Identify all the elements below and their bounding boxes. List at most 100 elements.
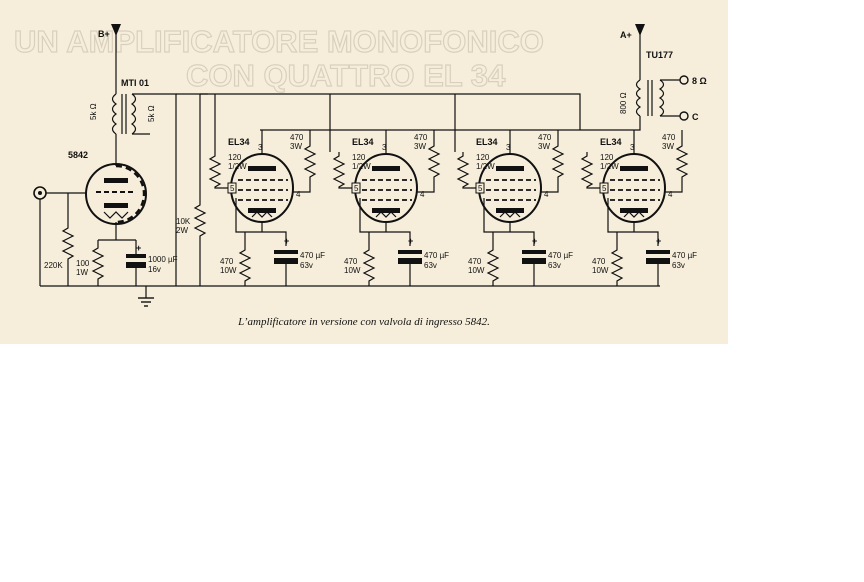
cathode-resistor	[486, 232, 500, 286]
tap-high-label: 8 Ω	[692, 76, 707, 86]
b-plus-arrow-icon	[111, 24, 121, 36]
pin-label: 4	[668, 190, 673, 199]
output-tube-label: EL34	[476, 137, 498, 147]
cathode-cap-value: 1000 µF	[148, 255, 178, 264]
screen-resistor-value: 470	[538, 133, 552, 142]
a-plus-label: A+	[620, 30, 632, 40]
svg-text:+: +	[656, 236, 661, 246]
pin-label: 5	[354, 184, 359, 193]
svg-text:+: +	[284, 236, 289, 246]
grid-resistor-value: 120	[228, 153, 242, 162]
grid-resistor-power: 1/2W	[352, 162, 371, 171]
screen-grid-resistor	[540, 130, 565, 193]
b-plus-label: B+	[98, 29, 110, 39]
svg-text:+: +	[532, 236, 537, 246]
output-tube-label: EL34	[352, 137, 374, 147]
secondary-right-label: 5k Ω	[147, 105, 156, 122]
screen-grid-resistor	[664, 130, 689, 193]
pin-label: 3	[382, 143, 387, 152]
grid-stopper-resistor	[208, 152, 228, 189]
output-transformer: A+ TU177 800 Ω 8 Ω C	[619, 24, 707, 122]
cathode-resistor-value: 470	[468, 257, 482, 266]
cathode-resistor-power: 10W	[592, 266, 609, 275]
bleeder-power: 2W	[176, 226, 188, 235]
cathode-cap-voltage: 16v	[148, 265, 161, 274]
pin-label: 3	[506, 143, 511, 152]
ground-icon	[138, 297, 154, 307]
cathode-cap-value: 470 µF	[424, 251, 449, 260]
plate-bus	[260, 116, 641, 131]
output-tube-label: EL34	[228, 137, 250, 147]
cathode-cap-value: 470 µF	[672, 251, 697, 260]
grid-stopper-resistor	[456, 152, 476, 189]
grid-resistor-power: 1/2W	[476, 162, 495, 171]
cathode-resistor-value: 470	[220, 257, 234, 266]
grid-resistor-value: 120	[476, 153, 490, 162]
cathode-resistor	[362, 232, 376, 286]
tap-common-label: C	[692, 112, 699, 122]
cathode-resistor-value: 470	[592, 257, 606, 266]
cathode-resistor	[91, 240, 105, 286]
svg-text:+: +	[408, 236, 413, 246]
cathode-resistor	[610, 232, 624, 286]
input-tube-5842	[85, 163, 147, 225]
grid-bus	[176, 93, 581, 130]
screen-resistor-value: 470	[290, 133, 304, 142]
interstage-transformer-label: MTI 01	[121, 78, 149, 88]
schematic-sheet: UN AMPLIFICATORE MONOFONICO CON QUATTRO …	[0, 0, 728, 344]
speaker-tap-8ohm-icon	[679, 75, 689, 85]
background-title-line1: UN AMPLIFICATORE MONOFONICO	[14, 24, 544, 59]
pin-label: 5	[230, 184, 235, 193]
cathode-capacitor	[398, 250, 422, 254]
cathode-cap-value: 470 µF	[300, 251, 325, 260]
cathode-resistor-power: 10W	[344, 266, 361, 275]
cathode-capacitor	[522, 250, 546, 254]
cathode-cap-voltage: 63v	[424, 261, 437, 270]
cathode-cap-voltage: 63v	[300, 261, 313, 270]
grid-resistor-value: 120	[352, 153, 366, 162]
screen-grid-resistor	[416, 130, 441, 193]
cathode-capacitor	[646, 250, 670, 254]
cathode-resistor-value: 100	[76, 259, 90, 268]
cathode-resistor-value: 470	[344, 257, 358, 266]
grid-stopper-resistor	[332, 152, 352, 189]
output-tube-label: EL34	[600, 137, 622, 147]
speaker-tap-common-icon	[679, 111, 689, 121]
bleeder-resistor	[193, 94, 207, 286]
primary-impedance-label: 800 Ω	[619, 92, 628, 114]
input-stage: B+ MTI 01 5k Ω 5k Ω 5842	[33, 24, 207, 307]
svg-text:+: +	[136, 243, 141, 253]
background-title-line2: CON QUATTRO EL 34	[186, 58, 506, 93]
grid-resistor-value: 120	[600, 153, 614, 162]
grid-resistor	[61, 193, 75, 286]
cathode-resistor-power: 1W	[76, 268, 88, 277]
screen-resistor-value: 470	[414, 133, 428, 142]
grid-resistor-power: 1/2W	[600, 162, 619, 171]
amplifier-schematic: UN AMPLIFICATORE MONOFONICO CON QUATTRO …	[13, 23, 707, 307]
pin-label: 3	[630, 143, 635, 152]
interstage-transformer: MTI 01 5k Ω 5k Ω	[89, 78, 156, 135]
figure-caption: L’amplificatore in versione con valvola …	[238, 316, 490, 328]
cathode-resistor-power: 10W	[468, 266, 485, 275]
input-tube-label: 5842	[68, 150, 88, 160]
grid-resistor-power: 1/2W	[228, 162, 247, 171]
cathode-cap-voltage: 63v	[548, 261, 561, 270]
grid-stopper-resistor	[580, 152, 600, 189]
screen-grid-resistor	[292, 130, 317, 193]
cathode-resistor-power: 10W	[220, 266, 237, 275]
screen-resistor-power: 3W	[414, 142, 426, 151]
secondary-left-label: 5k Ω	[89, 103, 98, 120]
pin-label: 5	[478, 184, 483, 193]
cathode-capacitor	[126, 254, 146, 258]
screen-resistor-power: 3W	[290, 142, 302, 151]
cathode-capacitor	[274, 250, 298, 254]
pin-label: 4	[296, 190, 301, 199]
cathode-cap-value: 470 µF	[548, 251, 573, 260]
cathode-resistor	[238, 232, 252, 286]
output-transformer-label: TU177	[646, 50, 673, 60]
screen-resistor-value: 470	[662, 133, 676, 142]
pin-label: 3	[258, 143, 263, 152]
